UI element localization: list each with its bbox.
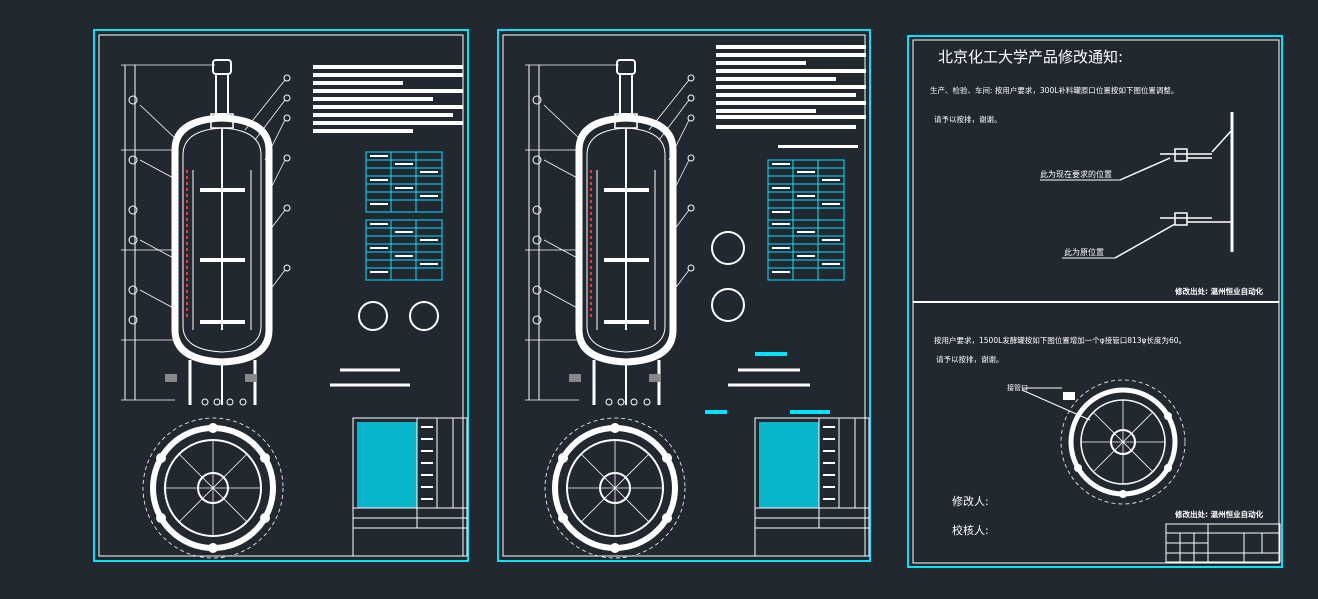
modifier-label: 修改人: bbox=[952, 494, 989, 508]
notice-section1-issuer: 修改出处: 温州恒业自动化 bbox=[1174, 286, 1264, 296]
label-current-position: 此为现在要求的位置 bbox=[1040, 169, 1112, 179]
notice-section2-line2: 请予以按排，谢谢。 bbox=[936, 354, 1004, 364]
notice-sheet: 北京化工大学产品修改通知: 生产、检验、车间: 按用户要求，300L补料罐原口位… bbox=[907, 35, 1283, 568]
notice-section2-issuer: 修改出处: 温州恒业自动化 bbox=[1174, 509, 1264, 519]
notice-section1-line1: 生产、检验、车间: 按用户要求，300L补料罐原口位置按如下图位置调整。 bbox=[930, 85, 1178, 95]
label-original-position: 此为原位置 bbox=[1064, 247, 1104, 257]
drawing-sheet-2 bbox=[497, 29, 871, 562]
checker-label: 校核人: bbox=[952, 523, 989, 537]
notice-section1-line2: 请予以按排，谢谢。 bbox=[934, 114, 1002, 124]
notice-section2-line1: 按用户要求，1500L发酵罐按如下图位置增加一个φ接管口813φ长度为60。 bbox=[934, 335, 1186, 345]
vessel-plan-view bbox=[1060, 379, 1186, 505]
notice-title: 北京化工大学产品修改通知: bbox=[938, 48, 1123, 66]
drawing-sheet-1 bbox=[93, 29, 469, 562]
title-block bbox=[1165, 523, 1281, 563]
label-pipe: 接管口 bbox=[1007, 383, 1028, 392]
